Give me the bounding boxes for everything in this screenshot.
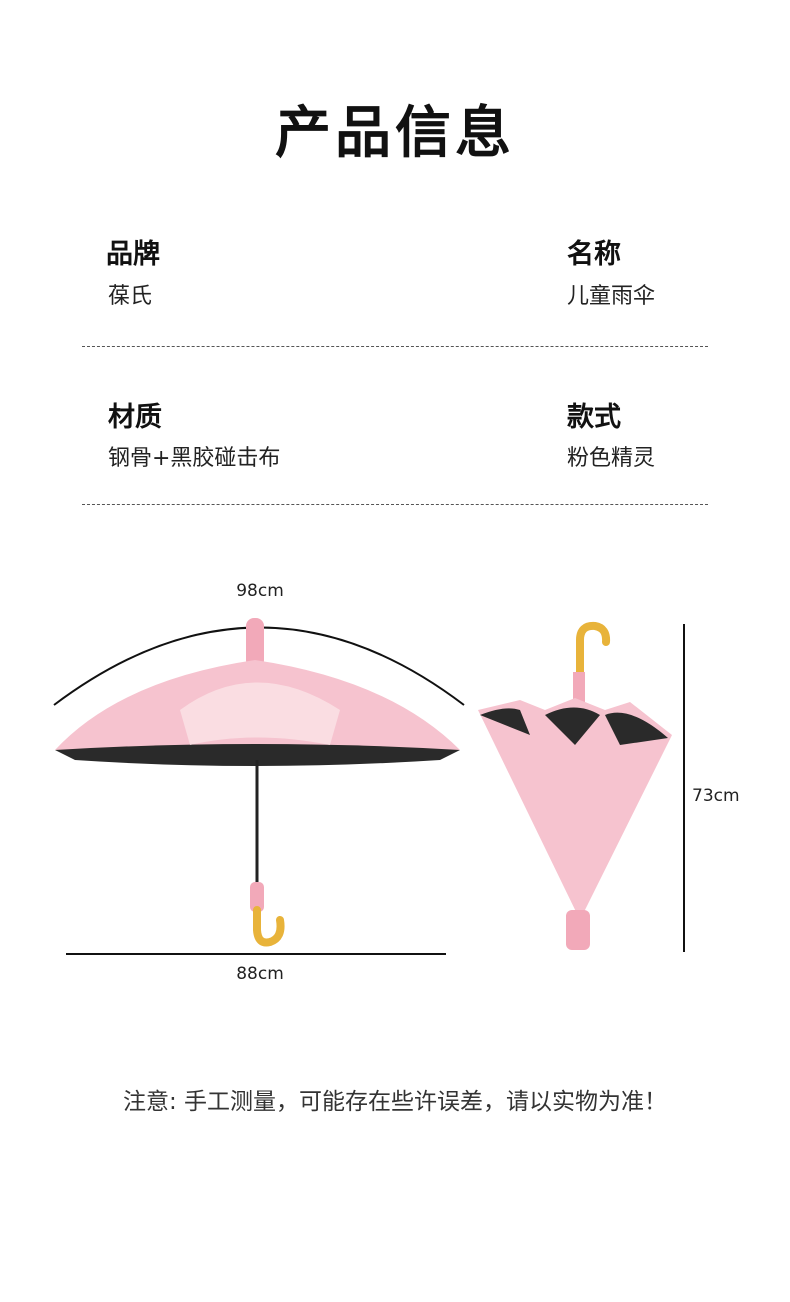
- open-umbrella: [55, 618, 460, 947]
- spec-value-name: 儿童雨伞: [567, 284, 656, 309]
- divider: [82, 504, 708, 505]
- spec-label-material: 材质: [108, 402, 162, 433]
- spec-value-style: 粉色精灵: [567, 446, 656, 471]
- spec-value-material: 钢骨+黑胶碰击布: [108, 446, 281, 471]
- closed-umbrella: [478, 621, 672, 950]
- spec-value-brand: 葆氏: [108, 284, 153, 309]
- divider: [82, 346, 708, 347]
- spec-label-name: 名称: [567, 239, 621, 270]
- height-label: 88cm: [236, 964, 284, 984]
- spec-label-brand: 品牌: [106, 239, 160, 270]
- spec-label-style: 款式: [567, 402, 621, 433]
- measurement-note: 注意: 手工测量，可能存在些许误差，请以实物为准！: [122, 1089, 668, 1115]
- width-label: 98cm: [236, 581, 284, 601]
- page-title: 产品信息: [275, 101, 515, 166]
- length-label: 73cm: [692, 786, 740, 806]
- umbrella-illustration: [53, 618, 685, 955]
